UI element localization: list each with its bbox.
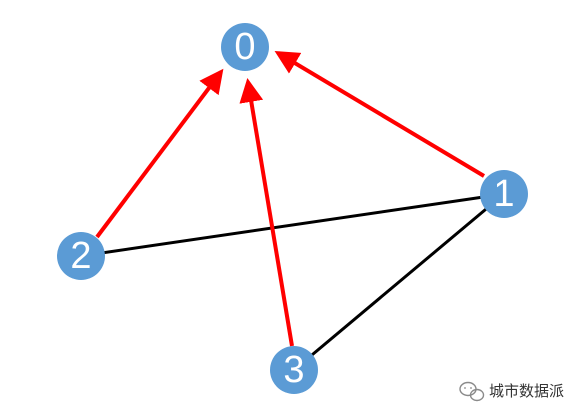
watermark-text: 城市数据派 [489, 382, 564, 400]
node-2: 2 [57, 232, 105, 280]
edge-2-1 [80, 192, 505, 258]
edge-1-0 [274, 50, 486, 178]
node-0-label: 0 [234, 26, 255, 68]
node-3: 3 [270, 346, 318, 394]
node-3-label: 3 [283, 349, 304, 391]
edge-2-0 [95, 68, 224, 239]
edge-3-0 [239, 78, 294, 347]
node-1-label: 1 [493, 173, 514, 215]
node-0: 0 [221, 23, 269, 71]
watermark: 城市数据派 [459, 381, 564, 402]
edge-3-1 [293, 192, 505, 372]
node-1: 1 [480, 170, 528, 218]
node-2-label: 2 [70, 235, 91, 277]
wechat-icon [459, 381, 485, 402]
